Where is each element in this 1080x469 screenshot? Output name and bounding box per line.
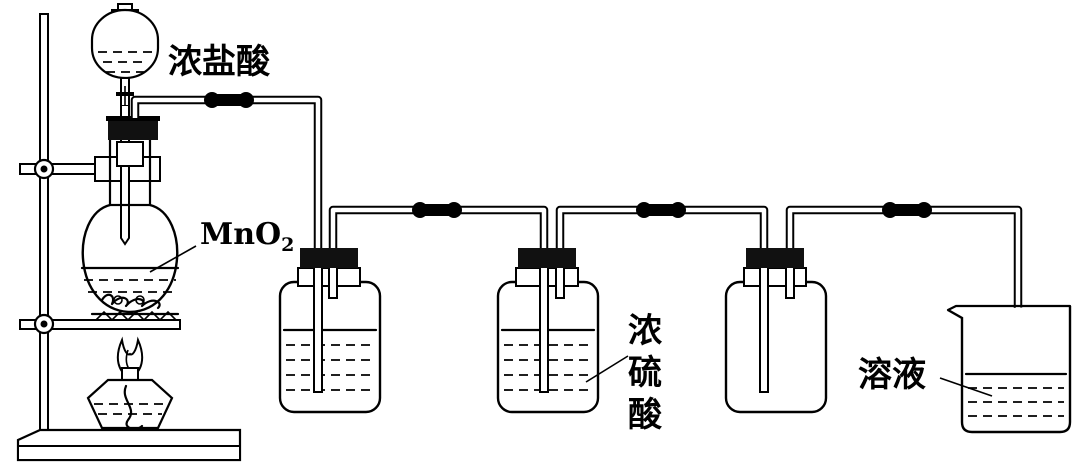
rubber-joints: [204, 92, 932, 218]
label-mno2-main: MnO: [200, 217, 281, 252]
label-conc-hcl: 浓盐酸: [168, 42, 271, 82]
separatory-funnel: [90, 3, 160, 246]
iron-stand: [16, 13, 242, 462]
label-conc-h2so4-char2: 硫: [628, 353, 662, 393]
label-conc-h2so4-char3: 酸: [628, 395, 663, 435]
gas-bottle-2: [496, 248, 600, 414]
gas-bottle-3: [724, 248, 828, 414]
label-solution: 溶液: [858, 355, 926, 395]
round-bottom-flask: [80, 116, 180, 314]
label-mno2: MnO2: [200, 217, 294, 256]
label-conc-h2so4-char1: 浓: [628, 311, 663, 351]
beaker: [946, 304, 1072, 434]
label-mno2-sub: 2: [281, 234, 294, 256]
alcohol-lamp: [86, 310, 180, 430]
leader-lines: [149, 245, 993, 397]
gas-bottle-1: [278, 248, 382, 414]
